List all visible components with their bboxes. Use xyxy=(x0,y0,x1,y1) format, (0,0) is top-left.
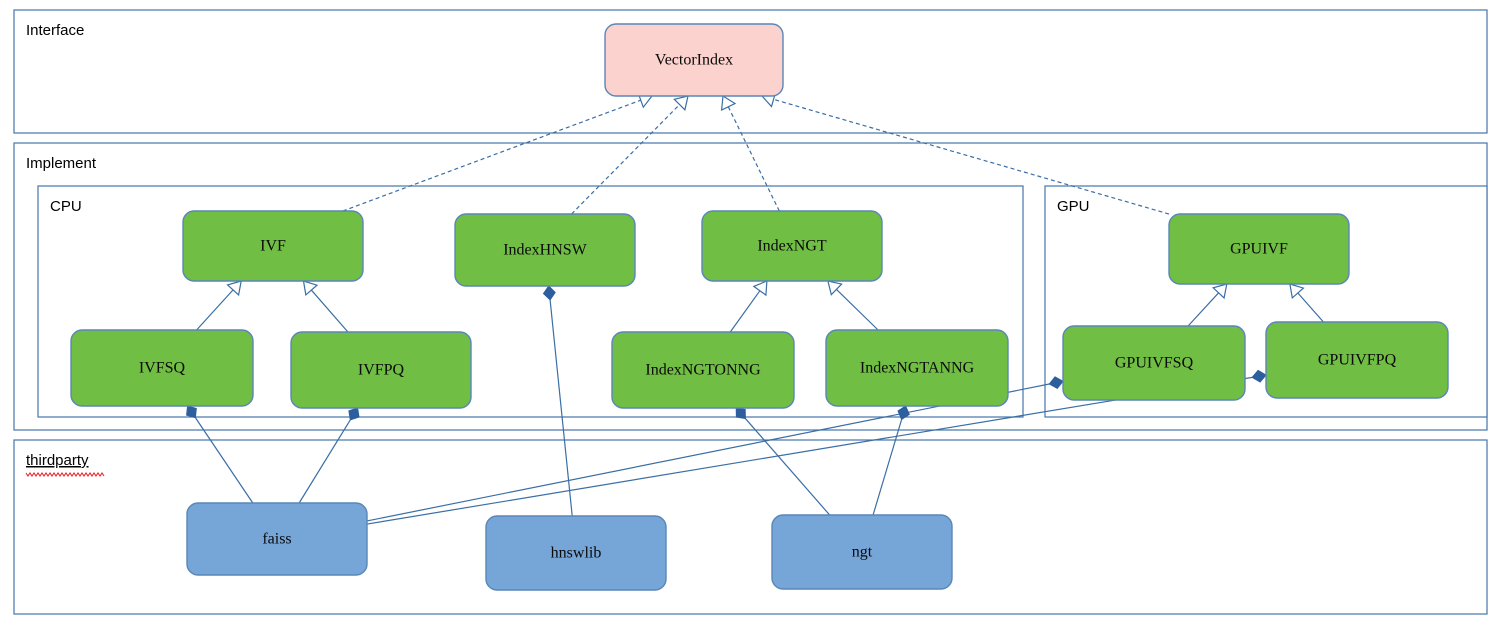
node-label: IndexNGTANNG xyxy=(860,360,975,377)
node-box[interactable] xyxy=(701,210,883,282)
edge-indexngtonng-to-indexngt xyxy=(729,280,768,333)
node-label: ngt xyxy=(852,544,873,561)
edge-line xyxy=(298,419,351,504)
node-label: IVFSQ xyxy=(139,360,186,377)
edge-ivfsq-to-ivf xyxy=(196,280,242,331)
node-box[interactable] xyxy=(604,23,784,97)
edge-line xyxy=(310,288,349,333)
generalization-arrowhead xyxy=(1212,283,1228,300)
package-label-gpu: GPU xyxy=(1057,198,1090,215)
node-label: IndexHNSW xyxy=(503,242,587,259)
generalization-arrowhead xyxy=(1289,283,1305,300)
generalization-arrowhead xyxy=(752,280,768,297)
node-vectorindex[interactable]: VectorIndex xyxy=(604,23,784,97)
node-label: IVF xyxy=(260,238,286,255)
composition-diamond xyxy=(735,407,746,420)
node-label: IVFPQ xyxy=(358,362,405,379)
composition-diamond xyxy=(1251,369,1267,383)
edge-line xyxy=(727,105,780,212)
edge-gpuivfsq-to-gpuivf xyxy=(1187,283,1228,327)
package-label-implement: Implement xyxy=(26,155,97,172)
edge-line xyxy=(872,419,903,516)
node-indexngtonng[interactable]: IndexNGTONNG xyxy=(611,331,795,409)
edge-indexhnsw-to-vectorindex xyxy=(571,95,689,215)
edge-ivfpq-to-ivf xyxy=(302,280,349,333)
edge-layer xyxy=(186,91,1324,525)
node-box[interactable] xyxy=(611,331,795,409)
edge-line xyxy=(196,288,235,331)
node-gpuivf[interactable]: GPUIVF xyxy=(1168,213,1350,285)
node-ivfpq[interactable]: IVFPQ xyxy=(290,331,472,409)
node-indexngt[interactable]: IndexNGT xyxy=(701,210,883,282)
composition-diamond xyxy=(186,405,197,419)
node-label: IndexNGTONNG xyxy=(645,362,761,379)
node-box[interactable] xyxy=(454,213,636,287)
node-box[interactable] xyxy=(290,331,472,409)
node-box[interactable] xyxy=(771,514,953,590)
edge-line xyxy=(729,289,761,333)
generalization-arrowhead xyxy=(226,280,242,297)
edge-line xyxy=(571,103,681,215)
generalization-arrowhead xyxy=(827,280,843,296)
composition-diamond xyxy=(897,405,910,421)
package-label-interface: Interface xyxy=(26,22,84,39)
edge-line xyxy=(366,376,1253,525)
node-box[interactable] xyxy=(1062,325,1246,401)
node-box[interactable] xyxy=(70,329,254,407)
edge-faiss-to-gpuivfpq xyxy=(366,369,1267,525)
node-label: VectorIndex xyxy=(655,52,733,69)
node-label: GPUIVF xyxy=(1230,241,1288,258)
edge-indexngt-to-vectorindex xyxy=(720,94,780,212)
node-box[interactable] xyxy=(1168,213,1350,285)
composition-diamond xyxy=(542,285,556,301)
node-label: hnswlib xyxy=(551,545,602,562)
edge-ngt-to-indexngtanng xyxy=(872,405,910,516)
node-indexngtanng[interactable]: IndexNGTANNG xyxy=(825,329,1009,407)
edge-line xyxy=(366,383,1050,522)
node-box[interactable] xyxy=(186,502,368,576)
node-ivf[interactable]: IVF xyxy=(182,210,364,282)
node-gpuivfpq[interactable]: GPUIVFPQ xyxy=(1265,321,1449,399)
node-box[interactable] xyxy=(1265,321,1449,399)
edge-gpuivfpq-to-gpuivf xyxy=(1289,283,1324,323)
edge-hnswlib-to-indexhnsw xyxy=(542,285,573,517)
edge-line xyxy=(744,418,831,516)
edge-line xyxy=(194,417,254,504)
node-ngt[interactable]: ngt xyxy=(771,514,953,590)
edge-ngt-to-indexngtonng xyxy=(735,407,831,516)
edge-line xyxy=(549,299,573,517)
node-label: GPUIVFPQ xyxy=(1318,352,1397,369)
edge-faiss-to-ivfsq xyxy=(186,405,254,504)
node-box[interactable] xyxy=(485,515,667,591)
node-hnswlib[interactable]: hnswlib xyxy=(485,515,667,591)
edge-indexngtanng-to-indexngt xyxy=(827,280,879,331)
node-gpuivfsq[interactable]: GPUIVFSQ xyxy=(1062,325,1246,401)
node-ivfsq[interactable]: IVFSQ xyxy=(70,329,254,407)
edge-line xyxy=(835,288,879,331)
edge-line xyxy=(772,98,1170,215)
node-label: faiss xyxy=(262,531,291,548)
generalization-arrowhead xyxy=(302,280,319,297)
node-label: IndexNGT xyxy=(757,238,827,255)
edge-faiss-to-gpuivfsq xyxy=(366,376,1064,522)
edge-line xyxy=(1296,291,1324,323)
realization-arrowhead xyxy=(720,94,737,112)
realization-arrowhead xyxy=(673,95,689,111)
node-box[interactable] xyxy=(825,329,1009,407)
node-faiss[interactable]: faiss xyxy=(186,502,368,576)
spellcheck-squiggle xyxy=(25,472,105,477)
node-label: GPUIVFSQ xyxy=(1115,355,1194,372)
edge-line xyxy=(1187,291,1220,327)
package-label-thirdparty: thirdparty xyxy=(26,452,89,469)
composition-diamond xyxy=(1048,376,1064,390)
edge-faiss-to-ivfpq xyxy=(298,407,360,504)
composition-diamond xyxy=(348,407,360,421)
package-label-cpu: CPU xyxy=(50,198,82,215)
node-indexhnsw[interactable]: IndexHNSW xyxy=(454,213,636,287)
node-box[interactable] xyxy=(182,210,364,282)
